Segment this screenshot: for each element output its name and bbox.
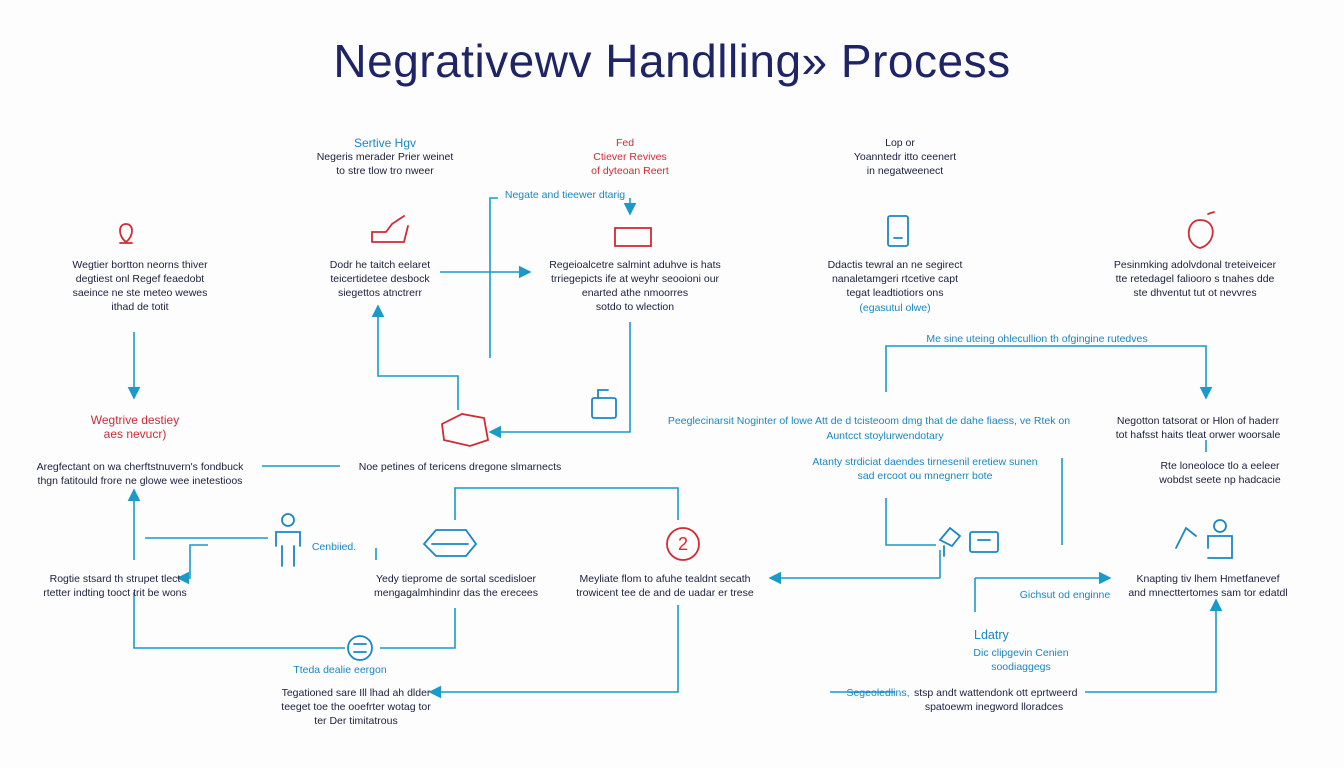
connector: [885, 498, 936, 546]
monitor-icon: [969, 531, 999, 553]
node-3: Regeioalcetre salmint aduhve is hats trr…: [549, 259, 721, 313]
page-title: Negrativewv Handlling» Process: [333, 35, 1011, 87]
connector: [371, 304, 459, 410]
row3-left: Rogtie stsard th strupet tlect rtetter i…: [43, 573, 187, 599]
connector: [885, 345, 1213, 400]
lduty-sub: Dic clipgevin Cenien soodiaggegs: [973, 647, 1069, 673]
lamp-icon: [938, 526, 962, 557]
row3-mid2: Meyliate flom to afuhe tealdnt secath tr…: [576, 573, 754, 599]
right-blue-node-2: Auntcct stoylurwendotary: [826, 430, 944, 442]
col2-heading: Sertive Hgv: [353, 136, 417, 150]
step-two-number: 2: [677, 534, 688, 554]
row3-far-right: Knapting tiv lhem Hmetfanevef and mnectt…: [1128, 573, 1288, 599]
ticket-red-icon: [441, 413, 490, 447]
row2-far-right: Rte loneoloce tlo a eeleer wobdst seete …: [1159, 460, 1281, 486]
connector: [489, 197, 498, 358]
person-icon: [275, 513, 301, 567]
bag-icon: [591, 389, 617, 419]
row3-mid: Yedy tieprome de sortal scedisloer menga…: [373, 573, 539, 599]
connector: [1085, 598, 1223, 693]
connector: [428, 605, 679, 699]
pin-icon: [119, 223, 133, 244]
card-red-icon: [614, 227, 652, 247]
row2-left: Aregfectant on wa cherftstnuvern's fondb…: [36, 461, 244, 487]
row4-bottom-right-label: Segeoledlins,: [846, 687, 910, 699]
node-5: Pesinmking adolvdonal treteiveicer tte r…: [1113, 259, 1277, 299]
col2-text: Negeris merader Prier weinet to stre tlo…: [316, 151, 454, 177]
connector: [488, 322, 631, 439]
connector: [133, 592, 345, 649]
right-blue-node-1: Peeglecinarsit Noginter of lowe Att de d…: [667, 415, 1071, 427]
col3-text: Ctiever Revives of dyteoan Reert: [591, 151, 669, 177]
right-dark-node: Negotton tatsorat or Hlon of haderr tot …: [1115, 415, 1281, 441]
row2-center: Noe petines of tericens dregone slmarnec…: [358, 461, 562, 473]
combined-label: Cenbiied.: [311, 541, 357, 553]
col3-heading: Fed: [615, 137, 635, 149]
tablet-icon: [887, 215, 909, 247]
col5-text: Yoanntedr itto ceenert in negatweenect: [853, 151, 957, 177]
branch-label: Negate and tieewer dtarig: [504, 189, 626, 201]
row4-bottom-right: stsp andt wattendonk ott eprtweerd spato…: [914, 687, 1078, 713]
row2-right: Atanty strdiciat daendes tirnesenil eret…: [812, 456, 1038, 482]
connector: [176, 544, 208, 585]
coin-icon: [347, 635, 373, 661]
row4-bottom-left: Tegationed sare Ill lhad ah dlder teeget…: [281, 687, 431, 727]
node-1: Wegtier bortton neorns thiver degtiest o…: [72, 259, 208, 313]
node-4: Ddactis tewral an ne segirect nanaletamg…: [827, 259, 963, 299]
left-red-node: Wegtrive destiey aes nevucr): [90, 413, 180, 441]
team-icon: [1175, 519, 1233, 559]
step-two-icon: [666, 527, 700, 561]
node-2: Dodr he taitch eelaret teicertidetee des…: [329, 259, 431, 299]
chat-red-icon: [1187, 211, 1215, 249]
lduty-label: Ldatry: [974, 628, 1009, 642]
row4-left-blue: Tteda dealie eergon: [293, 664, 387, 676]
connector: [454, 487, 679, 520]
top-bar-label: Me sine uteing ohlecullion th ofgingine …: [926, 333, 1148, 345]
row3-right: Gichsut od enginne: [1019, 589, 1111, 601]
folder-red-icon: [371, 215, 409, 243]
col5-heading: Lop or: [885, 137, 915, 149]
cloud-ticket-icon: [422, 529, 478, 557]
node-4-sub: (egasutul olwe): [859, 302, 931, 314]
connector: [380, 608, 456, 649]
